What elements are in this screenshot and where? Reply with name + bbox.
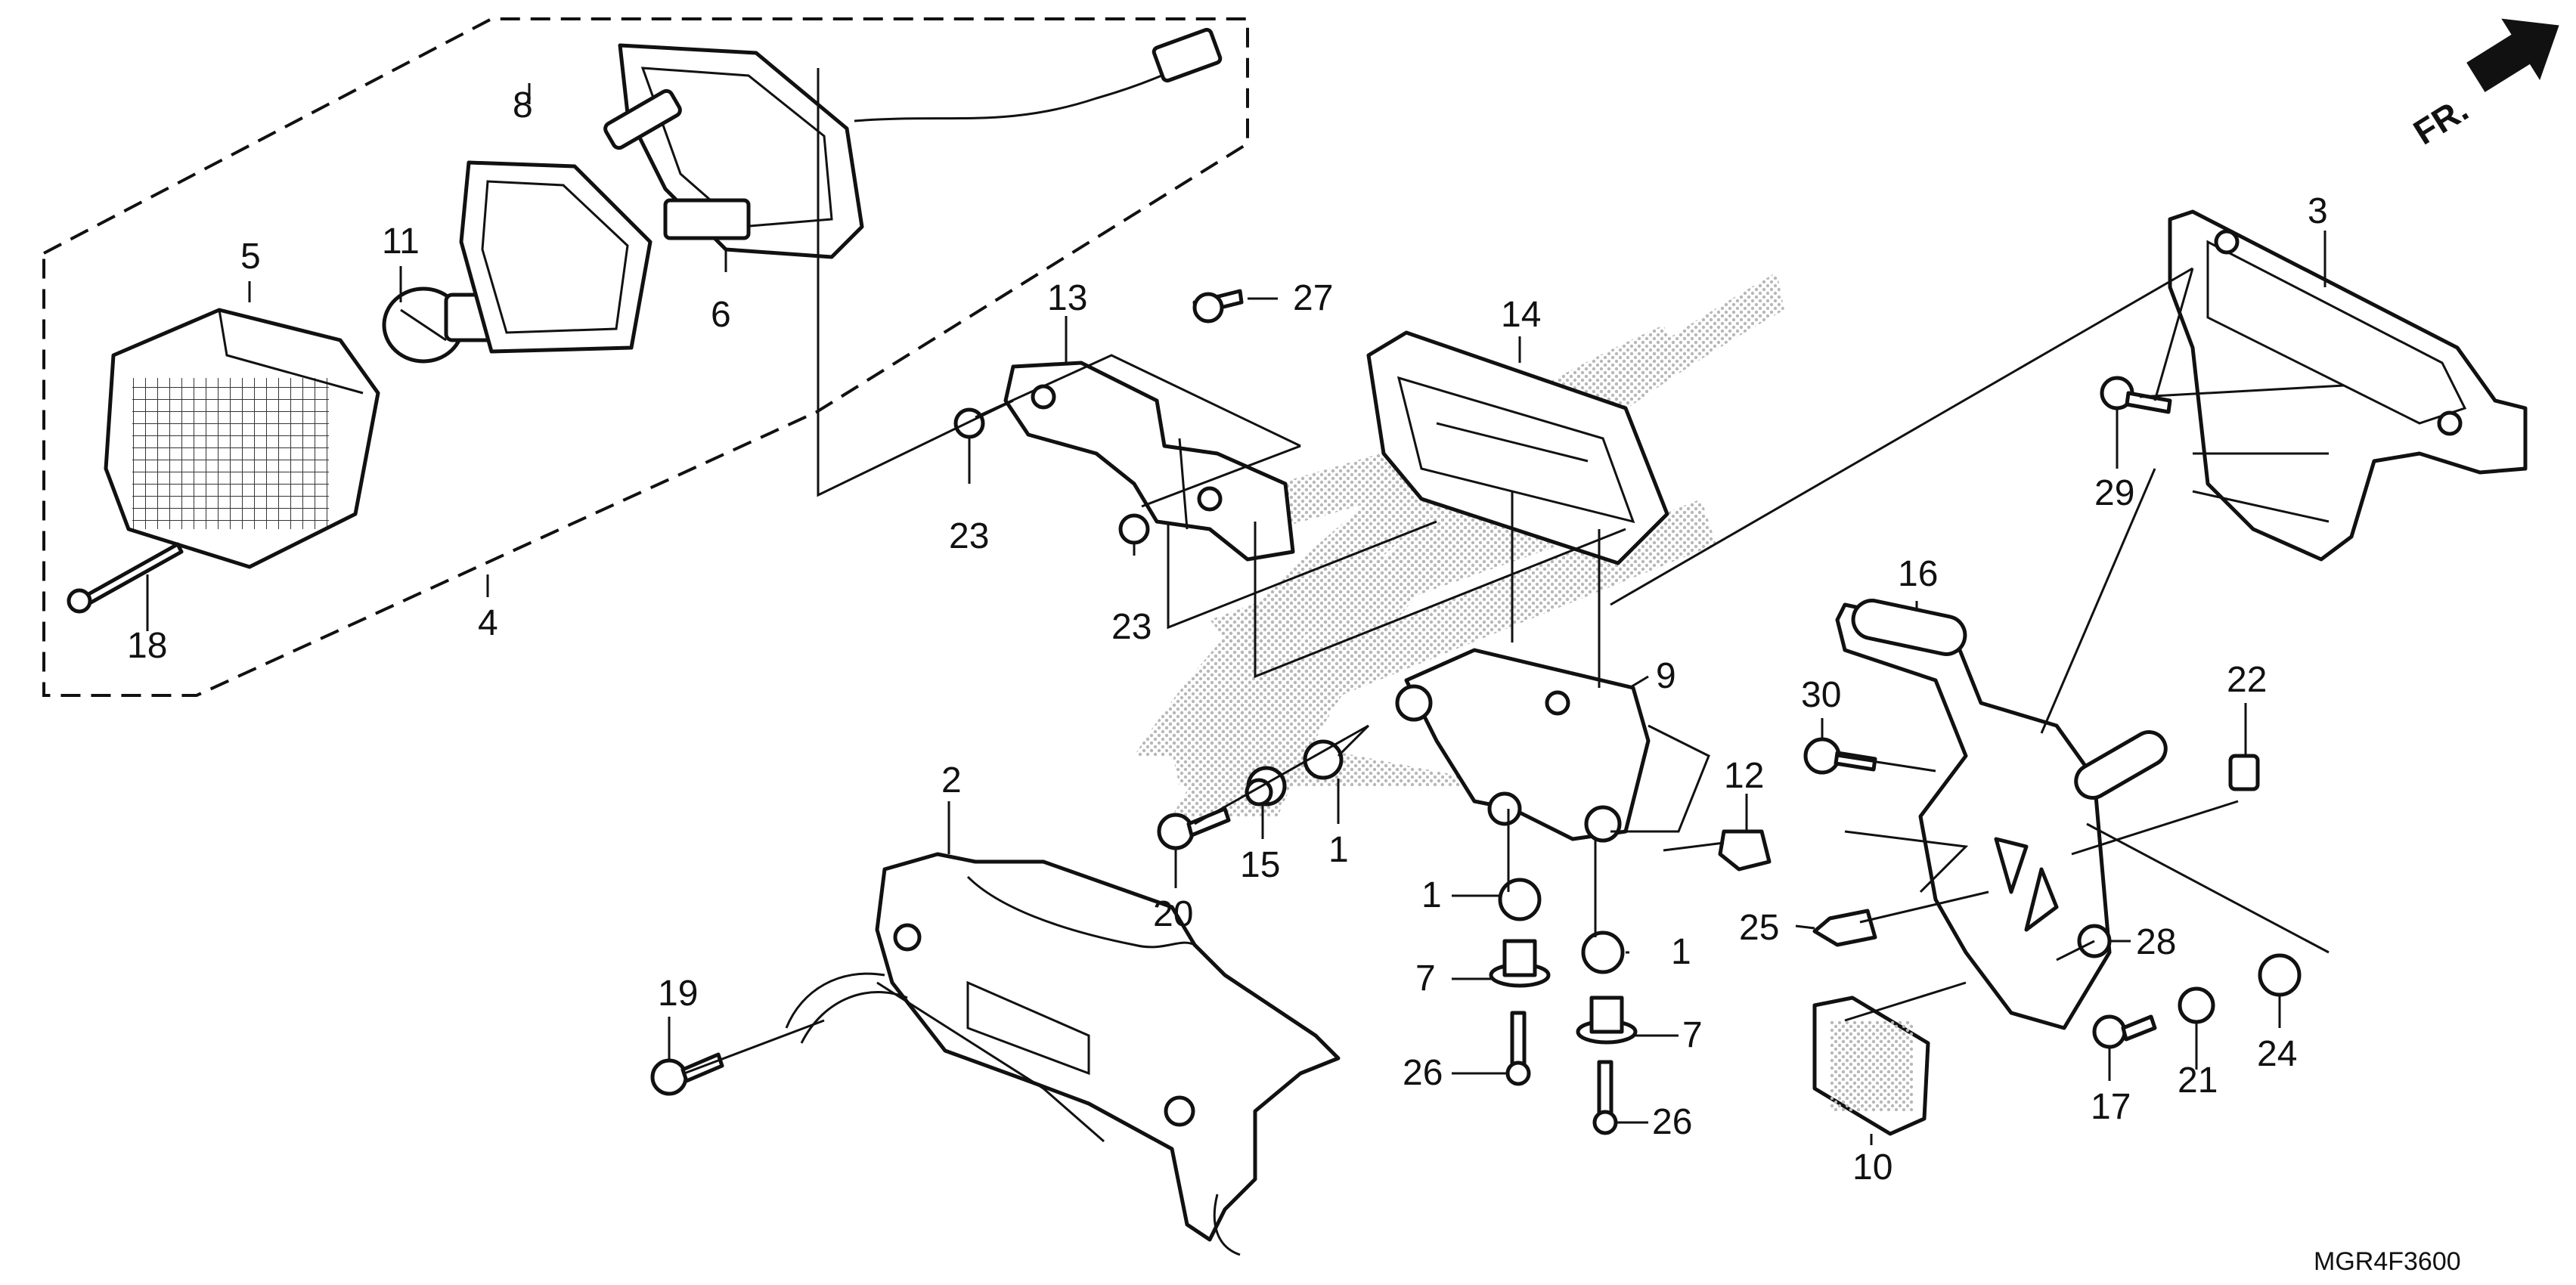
callout-26-lower: 26: [1652, 1102, 1692, 1142]
callout-labels: 8 5 11 6 4 18 27 13 23 23 14 9 3 29 16 3…: [127, 85, 2328, 1187]
part-12-grommet: [1718, 829, 1772, 872]
part-1-grommet-c: [1581, 930, 1625, 974]
callout-6: 6: [711, 295, 731, 335]
callout-10: 10: [1852, 1147, 1892, 1187]
part-15-collar: [1245, 766, 1287, 807]
taillight-assembly-outline: [42, 17, 1249, 697]
part-19-bolt: [650, 1052, 724, 1096]
callout-8: 8: [513, 85, 533, 125]
part-1-grommet-b: [1498, 878, 1542, 921]
callout-28: 28: [2136, 922, 2176, 962]
part-3-license-bracket: [2168, 209, 2528, 562]
callout-26-upper: 26: [1403, 1053, 1443, 1093]
callout-25: 25: [1739, 908, 1779, 948]
part-23-washer-upper: [953, 407, 985, 439]
part-26-bolt-a: [1505, 1011, 1531, 1086]
callout-27: 27: [1293, 278, 1333, 318]
callout-1-lower: 1: [1671, 932, 1691, 972]
callout-2: 2: [941, 760, 962, 800]
callout-leaders: [146, 83, 2326, 1145]
callout-1-upper: 1: [1328, 830, 1349, 870]
callout-11: 11: [382, 221, 420, 262]
part-21-washer: [2178, 986, 2215, 1024]
part-23-washer-lower: [1118, 513, 1150, 545]
callout-15: 15: [1240, 845, 1280, 885]
callout-19: 19: [658, 974, 698, 1014]
callout-23-upper: 23: [949, 516, 989, 556]
callout-16: 16: [1898, 554, 1938, 594]
part-16-plate-bracket: [1835, 599, 2168, 1030]
part-29-bolt: [2100, 376, 2172, 414]
leader-lines: [684, 68, 2345, 1143]
part-26-bolt-b: [1592, 1060, 1618, 1135]
front-direction-label: FR.: [2407, 89, 2475, 152]
front-direction-indicator: FR.: [2407, 18, 2559, 152]
part-22-nut: [2228, 754, 2260, 791]
part-10-reflector: [1812, 995, 1930, 1136]
callout-4: 4: [478, 603, 498, 643]
front-arrow-icon: [2466, 18, 2559, 92]
drawing-code: MGR4F3600: [2314, 1247, 2461, 1276]
part-1-grommet-a: [1303, 739, 1344, 780]
part-17-bolt: [2092, 1014, 2157, 1049]
callout-5: 5: [240, 237, 261, 277]
part-9-mount-block: [1395, 648, 1651, 843]
part-14-housing: [1366, 330, 1669, 565]
callout-3: 3: [2308, 191, 2328, 231]
callout-17: 17: [2091, 1087, 2131, 1127]
callout-1-middle: 1: [1421, 875, 1442, 915]
part-13-bracket: [1003, 361, 1295, 562]
callout-13: 13: [1047, 278, 1087, 318]
callout-23-lower: 23: [1111, 607, 1152, 647]
part-24-grommet: [2258, 953, 2302, 997]
part-7-collar-a: [1489, 939, 1551, 988]
part-27-bolt: [1192, 289, 1244, 324]
part-25-clip: [1812, 909, 1877, 947]
part-7-collar-b: [1576, 995, 1638, 1045]
callout-30: 30: [1801, 675, 1841, 715]
part-2-fender-cover: [785, 852, 1341, 1256]
callout-12: 12: [1724, 756, 1764, 796]
part-5-lens: [104, 308, 380, 569]
callout-9: 9: [1656, 656, 1676, 696]
callout-24: 24: [2257, 1034, 2297, 1074]
callout-14: 14: [1501, 295, 1541, 335]
callout-22: 22: [2227, 660, 2267, 700]
callout-20: 20: [1153, 894, 1193, 934]
part-18-screw: [67, 542, 184, 614]
callout-21: 21: [2178, 1061, 2218, 1101]
part-6-socket-housing: [603, 27, 1223, 259]
callout-18: 18: [127, 626, 167, 666]
part-8-gasket: [459, 160, 653, 354]
callout-29: 29: [2094, 473, 2134, 513]
callout-7-lower: 7: [1682, 1015, 1703, 1055]
callout-7-upper: 7: [1415, 958, 1436, 999]
